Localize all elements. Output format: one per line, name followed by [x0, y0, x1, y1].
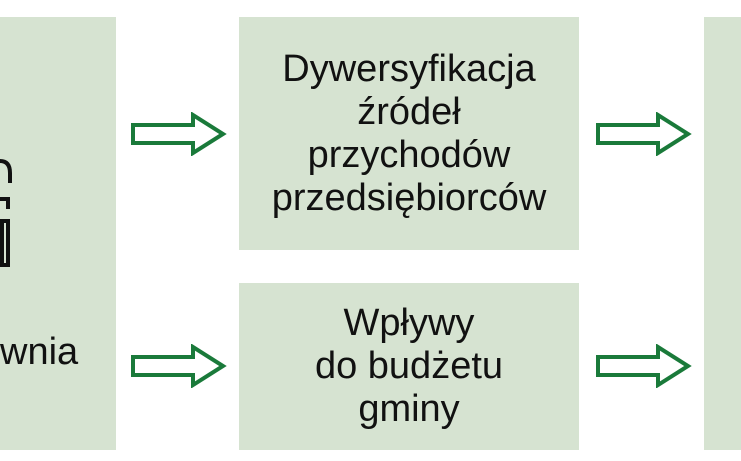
left-partial-glyph	[0, 159, 12, 267]
left-box: wnia	[0, 17, 116, 450]
right-arrow-icon	[596, 112, 692, 156]
right-box	[704, 17, 741, 450]
box-budget-inflows: Wpływy do budżetu gminy	[239, 283, 579, 450]
box-budget-inflows-text: Wpływy do budżetu gminy	[314, 302, 504, 430]
box-diversification-text: Dywersyfikacja źródeł przychodów przedsi…	[271, 47, 547, 219]
right-arrow-icon	[131, 112, 227, 156]
box-diversification: Dywersyfikacja źródeł przychodów przedsi…	[239, 17, 579, 250]
right-arrow-icon	[131, 344, 227, 388]
right-arrow-icon	[596, 344, 692, 388]
left-box-partial-text: wnia	[0, 331, 79, 373]
